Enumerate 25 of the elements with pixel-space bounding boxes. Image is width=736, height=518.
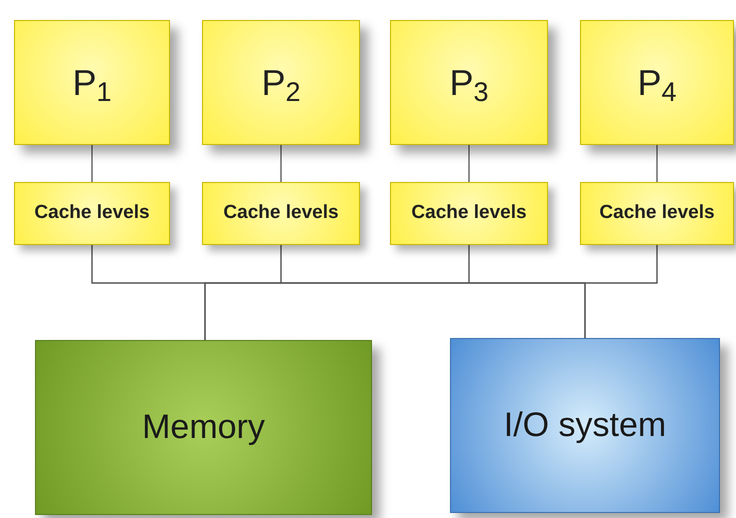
box-label: P$_{2}$ [261, 60, 301, 110]
processor-box [580, 20, 734, 145]
io-system-box [450, 338, 720, 513]
cache-box [202, 182, 360, 245]
box-label: Cache levels [34, 201, 150, 226]
cache-box [14, 182, 170, 245]
box-label: Cache levels [411, 201, 527, 226]
connector-line [468, 145, 470, 182]
memory-box [35, 340, 372, 515]
connector-line [91, 145, 93, 182]
cache-box [390, 182, 548, 245]
connector-line [280, 145, 282, 182]
box-label: P$_{4}$ [637, 60, 677, 110]
connector-line [584, 245, 658, 338]
box-label: P$_{3}$ [449, 60, 489, 110]
box-label: P$_{1}$ [72, 60, 112, 110]
box-label: Cache levels [599, 201, 715, 226]
cache-box [580, 182, 734, 245]
box-label: I/O system [504, 405, 666, 446]
connector-line [656, 145, 658, 182]
processor-box [390, 20, 548, 145]
processor-box [14, 20, 170, 145]
box-label: Memory [142, 407, 265, 448]
box-label: Cache levels [223, 201, 339, 226]
processor-box [202, 20, 360, 145]
